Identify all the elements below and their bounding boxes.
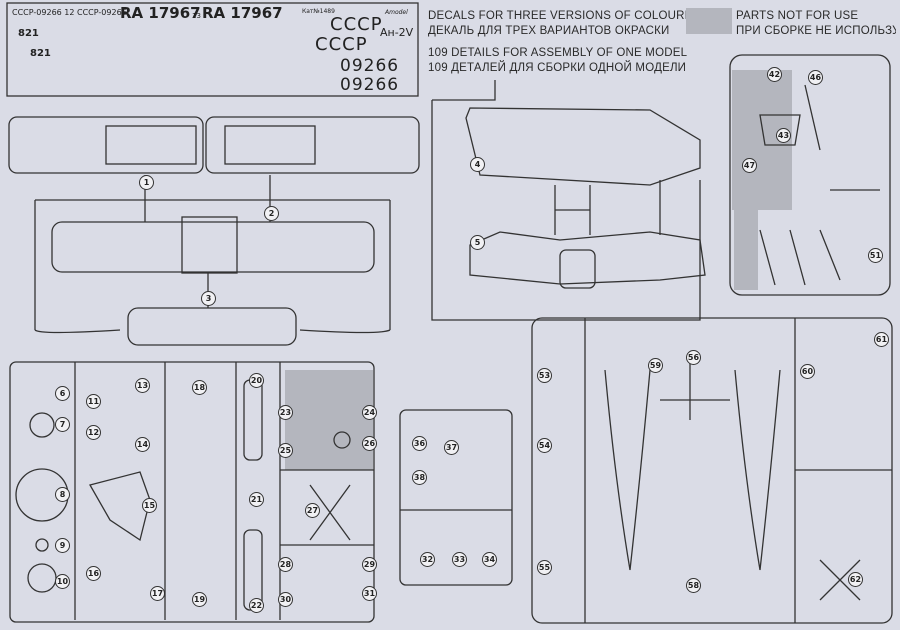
decal-cccp-1: CCCP bbox=[330, 14, 383, 35]
part-number: 3 bbox=[201, 291, 216, 306]
part-number: 54 bbox=[537, 438, 552, 453]
decal-ra-1: RA 17967 bbox=[120, 4, 201, 22]
part-number: 30 bbox=[278, 592, 293, 607]
sprue-fuselage bbox=[431, 80, 706, 321]
part-number: 28 bbox=[278, 557, 293, 572]
part-number: 1 bbox=[139, 175, 154, 190]
part-number: 31 bbox=[362, 586, 377, 601]
part-number: 4 bbox=[470, 157, 485, 172]
part-number: 37 bbox=[444, 440, 459, 455]
part-number: 29 bbox=[362, 557, 377, 572]
part-number: 20 bbox=[249, 373, 264, 388]
details-title-en: 109 DETAILS FOR ASSEMBLY OF ONE MODEL bbox=[428, 47, 688, 59]
part-number: 9 bbox=[55, 538, 70, 553]
part-number: 32 bbox=[420, 552, 435, 567]
decals-title-en: DECALS FOR THREE VERSIONS OF COLOURING bbox=[428, 10, 706, 22]
decal-reg-small: CCCP-09266 12 CCCP-09266 bbox=[12, 8, 127, 17]
decal-kat: Кат№1489 bbox=[302, 8, 335, 15]
part-number: 56 bbox=[686, 350, 701, 365]
part-number: 62 bbox=[848, 572, 863, 587]
part-number: 19 bbox=[192, 592, 207, 607]
unused-title-en: PARTS NOT FOR USE bbox=[736, 10, 859, 22]
decals-title-ru: ДЕКАЛЬ ДЛЯ ТРЕХ ВАРИАНТОВ ОКРАСКИ bbox=[428, 25, 670, 37]
part-number: 10 bbox=[55, 574, 70, 589]
part-number: 51 bbox=[868, 248, 883, 263]
decal-reg-1: 09266 bbox=[340, 56, 400, 76]
part-number: 7 bbox=[55, 417, 70, 432]
part-number: 59 bbox=[648, 358, 663, 373]
decal-model: Ан-2V bbox=[380, 26, 414, 39]
decal-reg-2: 09266 bbox=[340, 75, 400, 95]
part-number: 8 bbox=[55, 487, 70, 502]
unused-title-ru: ПРИ СБОРКЕ НЕ ИСПОЛЬЗУЮТСЯ bbox=[736, 25, 896, 37]
details-title-ru: 109 ДЕТАЛЕЙ ДЛЯ СБОРКИ ОДНОЙ МОДЕЛИ bbox=[428, 62, 687, 74]
sprue-struts bbox=[531, 317, 893, 624]
part-number: 47 bbox=[742, 158, 757, 173]
part-number: 38 bbox=[412, 470, 427, 485]
part-number: 43 bbox=[776, 128, 791, 143]
part-number: 25 bbox=[278, 443, 293, 458]
part-number: 60 bbox=[800, 364, 815, 379]
part-number: 36 bbox=[412, 436, 427, 451]
part-number: 15 bbox=[142, 498, 157, 513]
part-number: 33 bbox=[452, 552, 467, 567]
part-number: 6 bbox=[55, 386, 70, 401]
decal-code-1: 821 bbox=[18, 28, 39, 39]
part-number: 2 bbox=[264, 206, 279, 221]
part-number: 14 bbox=[135, 437, 150, 452]
sprue-wings bbox=[8, 116, 420, 346]
part-number: 58 bbox=[686, 578, 701, 593]
decal-cccp-2: CCCP bbox=[315, 34, 368, 55]
part-number: 42 bbox=[767, 67, 782, 82]
part-number: 53 bbox=[537, 368, 552, 383]
part-number: 34 bbox=[482, 552, 497, 567]
part-number: 11 bbox=[86, 394, 101, 409]
part-number: 12 bbox=[86, 425, 101, 440]
part-number: 46 bbox=[808, 70, 823, 85]
part-number: 13 bbox=[135, 378, 150, 393]
decal-sheet-frame bbox=[6, 2, 419, 97]
part-number: 18 bbox=[192, 380, 207, 395]
decal-ra-2: RA 17967 bbox=[202, 4, 283, 22]
part-number: 5 bbox=[470, 235, 485, 250]
part-number: 23 bbox=[278, 405, 293, 420]
sprue-details bbox=[399, 409, 513, 586]
decal-brand: Amodel bbox=[385, 9, 408, 16]
part-number: 16 bbox=[86, 566, 101, 581]
decal-code-2: 821 bbox=[30, 48, 51, 59]
decal-ra-num: 13 bbox=[192, 12, 201, 20]
part-number: 55 bbox=[537, 560, 552, 575]
part-number: 24 bbox=[362, 405, 377, 420]
part-number: 22 bbox=[249, 598, 264, 613]
part-number: 17 bbox=[150, 586, 165, 601]
part-number: 61 bbox=[874, 332, 889, 347]
part-number: 21 bbox=[249, 492, 264, 507]
part-number: 26 bbox=[362, 436, 377, 451]
unused-swatch bbox=[686, 8, 732, 34]
part-number: 27 bbox=[305, 503, 320, 518]
unused-part-shading bbox=[734, 200, 758, 290]
